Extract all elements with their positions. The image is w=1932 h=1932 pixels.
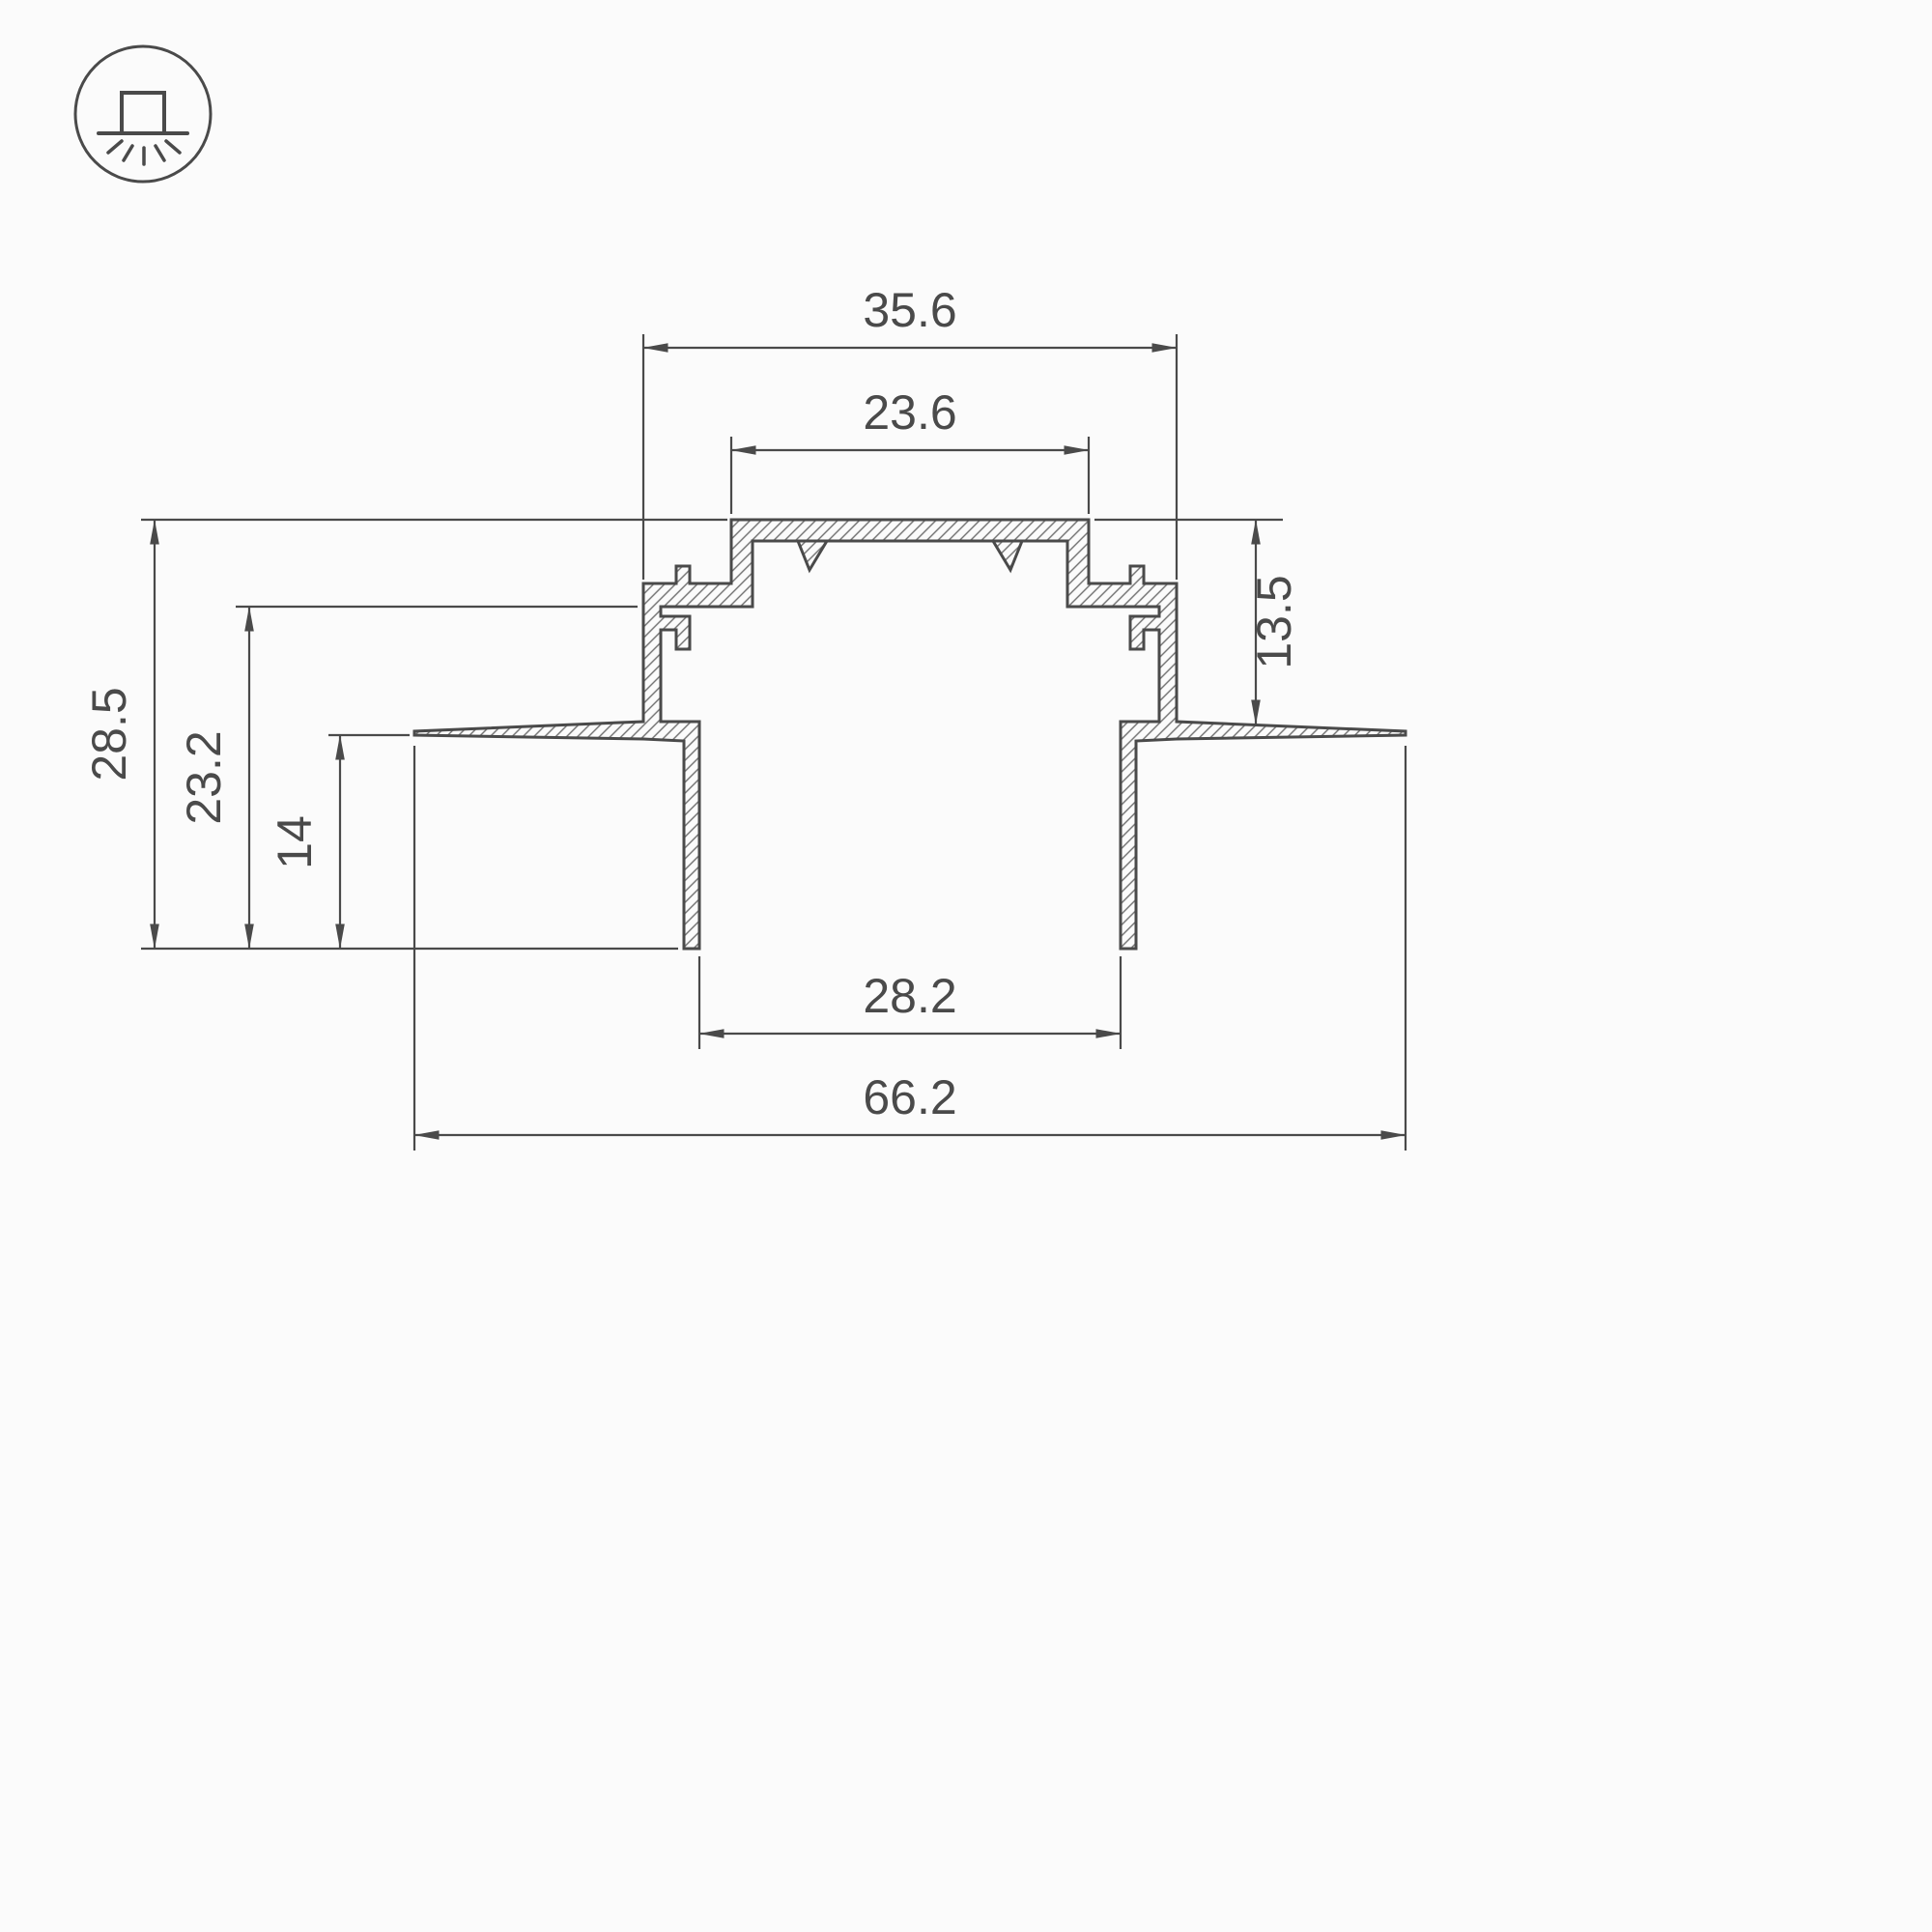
dim-leg-height: 14	[268, 733, 410, 950]
dim-total-height: 28.5	[82, 518, 727, 951]
dim-overall-width: 66.2	[412, 746, 1407, 1151]
icon-light-rays	[106, 139, 182, 166]
dim-housing-height: 23.2	[177, 605, 638, 950]
dim-label-recess-depth: 13.5	[1247, 575, 1301, 668]
dim-label-top-width: 35.6	[863, 283, 956, 337]
dim-top-width: 35.6	[641, 283, 1179, 580]
dim-cutout-width: 28.2	[697, 956, 1122, 1049]
dim-label-opening-width: 23.6	[863, 385, 956, 440]
icon-circle-border	[73, 44, 213, 184]
dim-label-total-height: 28.5	[82, 687, 136, 781]
dim-label-cutout-width: 28.2	[863, 969, 956, 1023]
dim-label-housing-height: 23.2	[177, 730, 231, 824]
recessed-ceiling-light-icon	[73, 44, 213, 184]
dim-opening-width: 23.6	[729, 385, 1091, 514]
icon-fixture-box	[120, 91, 166, 135]
dim-recess-depth: 13.5	[1094, 518, 1301, 725]
dim-label-overall-width: 66.2	[863, 1070, 956, 1124]
dim-label-leg-height: 14	[268, 815, 322, 869]
